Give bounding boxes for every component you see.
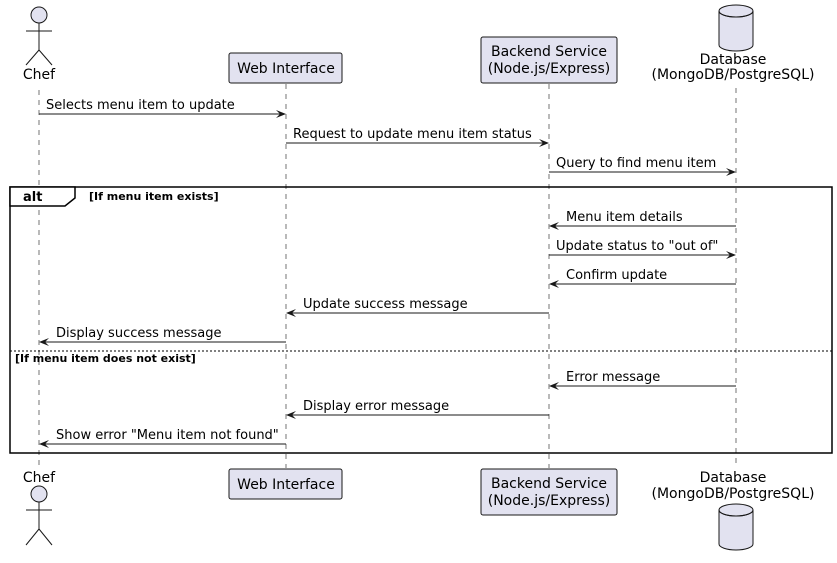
message-web-to-chef: Show error "Menu item not found"	[39, 428, 286, 448]
participant-label-db-line2: (MongoDB/PostgreSQL)	[652, 67, 815, 83]
participant-box	[228, 52, 343, 84]
message-label: Request to update menu item status	[293, 127, 532, 142]
message-chef-to-web: Selects menu item to update	[39, 98, 286, 118]
arrowhead-icon	[286, 309, 296, 317]
participant-label-chef: Chef	[23, 67, 56, 83]
fragment-keyword: alt	[23, 190, 42, 205]
arrowhead-icon	[276, 110, 286, 118]
message-db-to-backend: Confirm update	[549, 268, 736, 288]
message-label: Confirm update	[566, 268, 667, 283]
arrowhead-icon	[39, 338, 49, 346]
fragment-guard-1: [If menu item exists]	[89, 190, 219, 203]
message-label: Selects menu item to update	[46, 98, 235, 113]
message-web-to-chef: Display success message	[39, 326, 286, 346]
participant-backend-bottom: Backend Service (Node.js/Express)	[480, 468, 618, 516]
participant-label-backend-line1: Backend Service	[491, 44, 607, 60]
participant-box	[480, 468, 618, 516]
message-label: Update status to "out of"	[556, 239, 718, 254]
arrowhead-icon	[549, 280, 559, 288]
participant-db-bottom: Database (MongoDB/PostgreSQL)	[652, 470, 815, 551]
fragment-guard-2: [If menu item does not exist]	[15, 352, 196, 365]
arrowhead-icon	[39, 440, 49, 448]
arrowhead-icon	[539, 139, 549, 147]
participant-label-backend-line2: (Node.js/Express)	[488, 493, 610, 509]
participant-label-web: Web Interface	[237, 477, 335, 493]
message-label: Show error "Menu item not found"	[56, 428, 279, 443]
message-label: Display success message	[56, 326, 221, 341]
message-backend-to-web: Update success message	[286, 297, 549, 317]
participant-label-web: Web Interface	[237, 61, 335, 77]
actor-head-icon	[30, 6, 48, 24]
participant-label-db-line1: Database	[700, 470, 767, 486]
participant-label-backend-line1: Backend Service	[491, 476, 607, 492]
arrowhead-icon	[286, 411, 296, 419]
message-label: Update success message	[303, 297, 468, 312]
arrowhead-icon	[549, 382, 559, 390]
participant-label-db-line1: Database	[700, 52, 767, 68]
message-web-to-backend: Request to update menu item status	[286, 127, 549, 147]
participant-web-top: Web Interface	[228, 52, 343, 84]
fragment-tab	[9, 186, 76, 207]
message-db-to-backend: Error message	[549, 370, 736, 390]
database-icon	[718, 11, 754, 52]
alt-fragment: alt [If menu item exists] [If menu item …	[9, 186, 833, 454]
message-label: Query to find menu item	[556, 156, 716, 171]
participant-label-backend-line2: (Node.js/Express)	[488, 61, 610, 77]
participant-box	[480, 36, 618, 84]
message-db-to-backend: Menu item details	[549, 210, 736, 230]
message-label: Display error message	[303, 399, 449, 414]
message-label: Menu item details	[566, 210, 683, 225]
participant-label-db-line2: (MongoDB/PostgreSQL)	[652, 486, 815, 502]
participant-backend-top: Backend Service (Node.js/Express)	[480, 36, 618, 84]
actor-chef-top: Chef	[23, 6, 56, 83]
participant-label-chef: Chef	[23, 470, 56, 486]
message-backend-to-web: Display error message	[286, 399, 549, 419]
actor-chef-bottom: Chef	[23, 470, 56, 546]
participant-web-bottom: Web Interface	[228, 468, 343, 500]
fragment-frame	[9, 186, 833, 454]
database-icon	[718, 510, 754, 551]
participant-box	[228, 468, 343, 500]
message-backend-to-db: Update status to "out of"	[549, 239, 736, 259]
message-backend-to-db: Query to find menu item	[549, 156, 736, 176]
arrowhead-icon	[726, 168, 736, 176]
participant-db-top: Database (MongoDB/PostgreSQL)	[652, 4, 815, 83]
actor-head-icon	[30, 485, 48, 503]
arrowhead-icon	[726, 251, 736, 259]
message-label: Error message	[566, 370, 660, 385]
arrowhead-icon	[549, 222, 559, 230]
